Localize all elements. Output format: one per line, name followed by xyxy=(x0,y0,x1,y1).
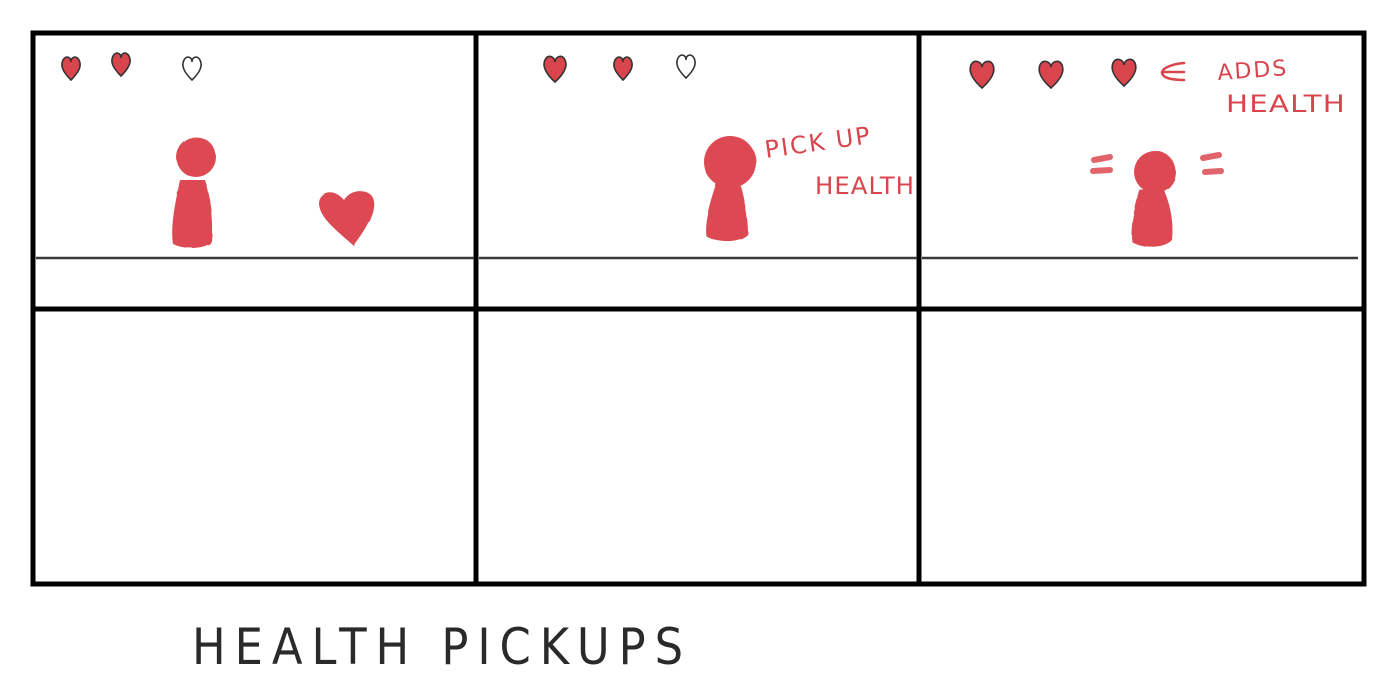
annotation-line-1: ADDS xyxy=(1217,56,1289,86)
player-body xyxy=(1131,190,1173,247)
sparkle-mark xyxy=(1202,168,1224,175)
arrow-left-icon xyxy=(1160,61,1186,82)
health-bar xyxy=(969,58,1137,90)
health-bar xyxy=(543,54,696,84)
player-body xyxy=(172,180,213,248)
heart-icon xyxy=(319,191,375,246)
heart-full-icon xyxy=(543,55,567,84)
heart-full-icon xyxy=(613,56,633,82)
health-bar xyxy=(61,52,202,82)
heart-full-icon xyxy=(969,60,995,90)
player-head xyxy=(704,136,756,188)
heart-empty-icon xyxy=(182,56,202,82)
player-figure xyxy=(704,136,756,242)
glow-effect xyxy=(1090,152,1224,175)
heart-full-icon xyxy=(1038,60,1064,90)
heart-full-icon xyxy=(111,52,131,78)
player-body xyxy=(705,184,748,242)
player-figure xyxy=(172,137,216,248)
page-title: HEALTH PICKUPS xyxy=(192,618,692,676)
sparkle-mark xyxy=(1090,167,1113,174)
heart-full-icon xyxy=(1111,58,1137,88)
player-figure xyxy=(1131,151,1176,247)
annotation-line-1: PICK UP xyxy=(763,121,874,164)
sparkle-mark xyxy=(1091,154,1113,163)
panel-2: PICK UP HEALTH xyxy=(479,54,917,260)
heart-empty-icon xyxy=(676,54,696,80)
panel-3: ADDS HEALTH xyxy=(922,56,1358,260)
annotation-line-2: HEALTH xyxy=(1226,90,1346,118)
annotation-line-2: HEALTH xyxy=(815,172,915,200)
player-head xyxy=(176,137,216,177)
sparkle-mark xyxy=(1200,152,1222,161)
player-head xyxy=(1134,151,1176,193)
panel-1 xyxy=(36,52,474,260)
heart-full-icon xyxy=(61,56,81,82)
